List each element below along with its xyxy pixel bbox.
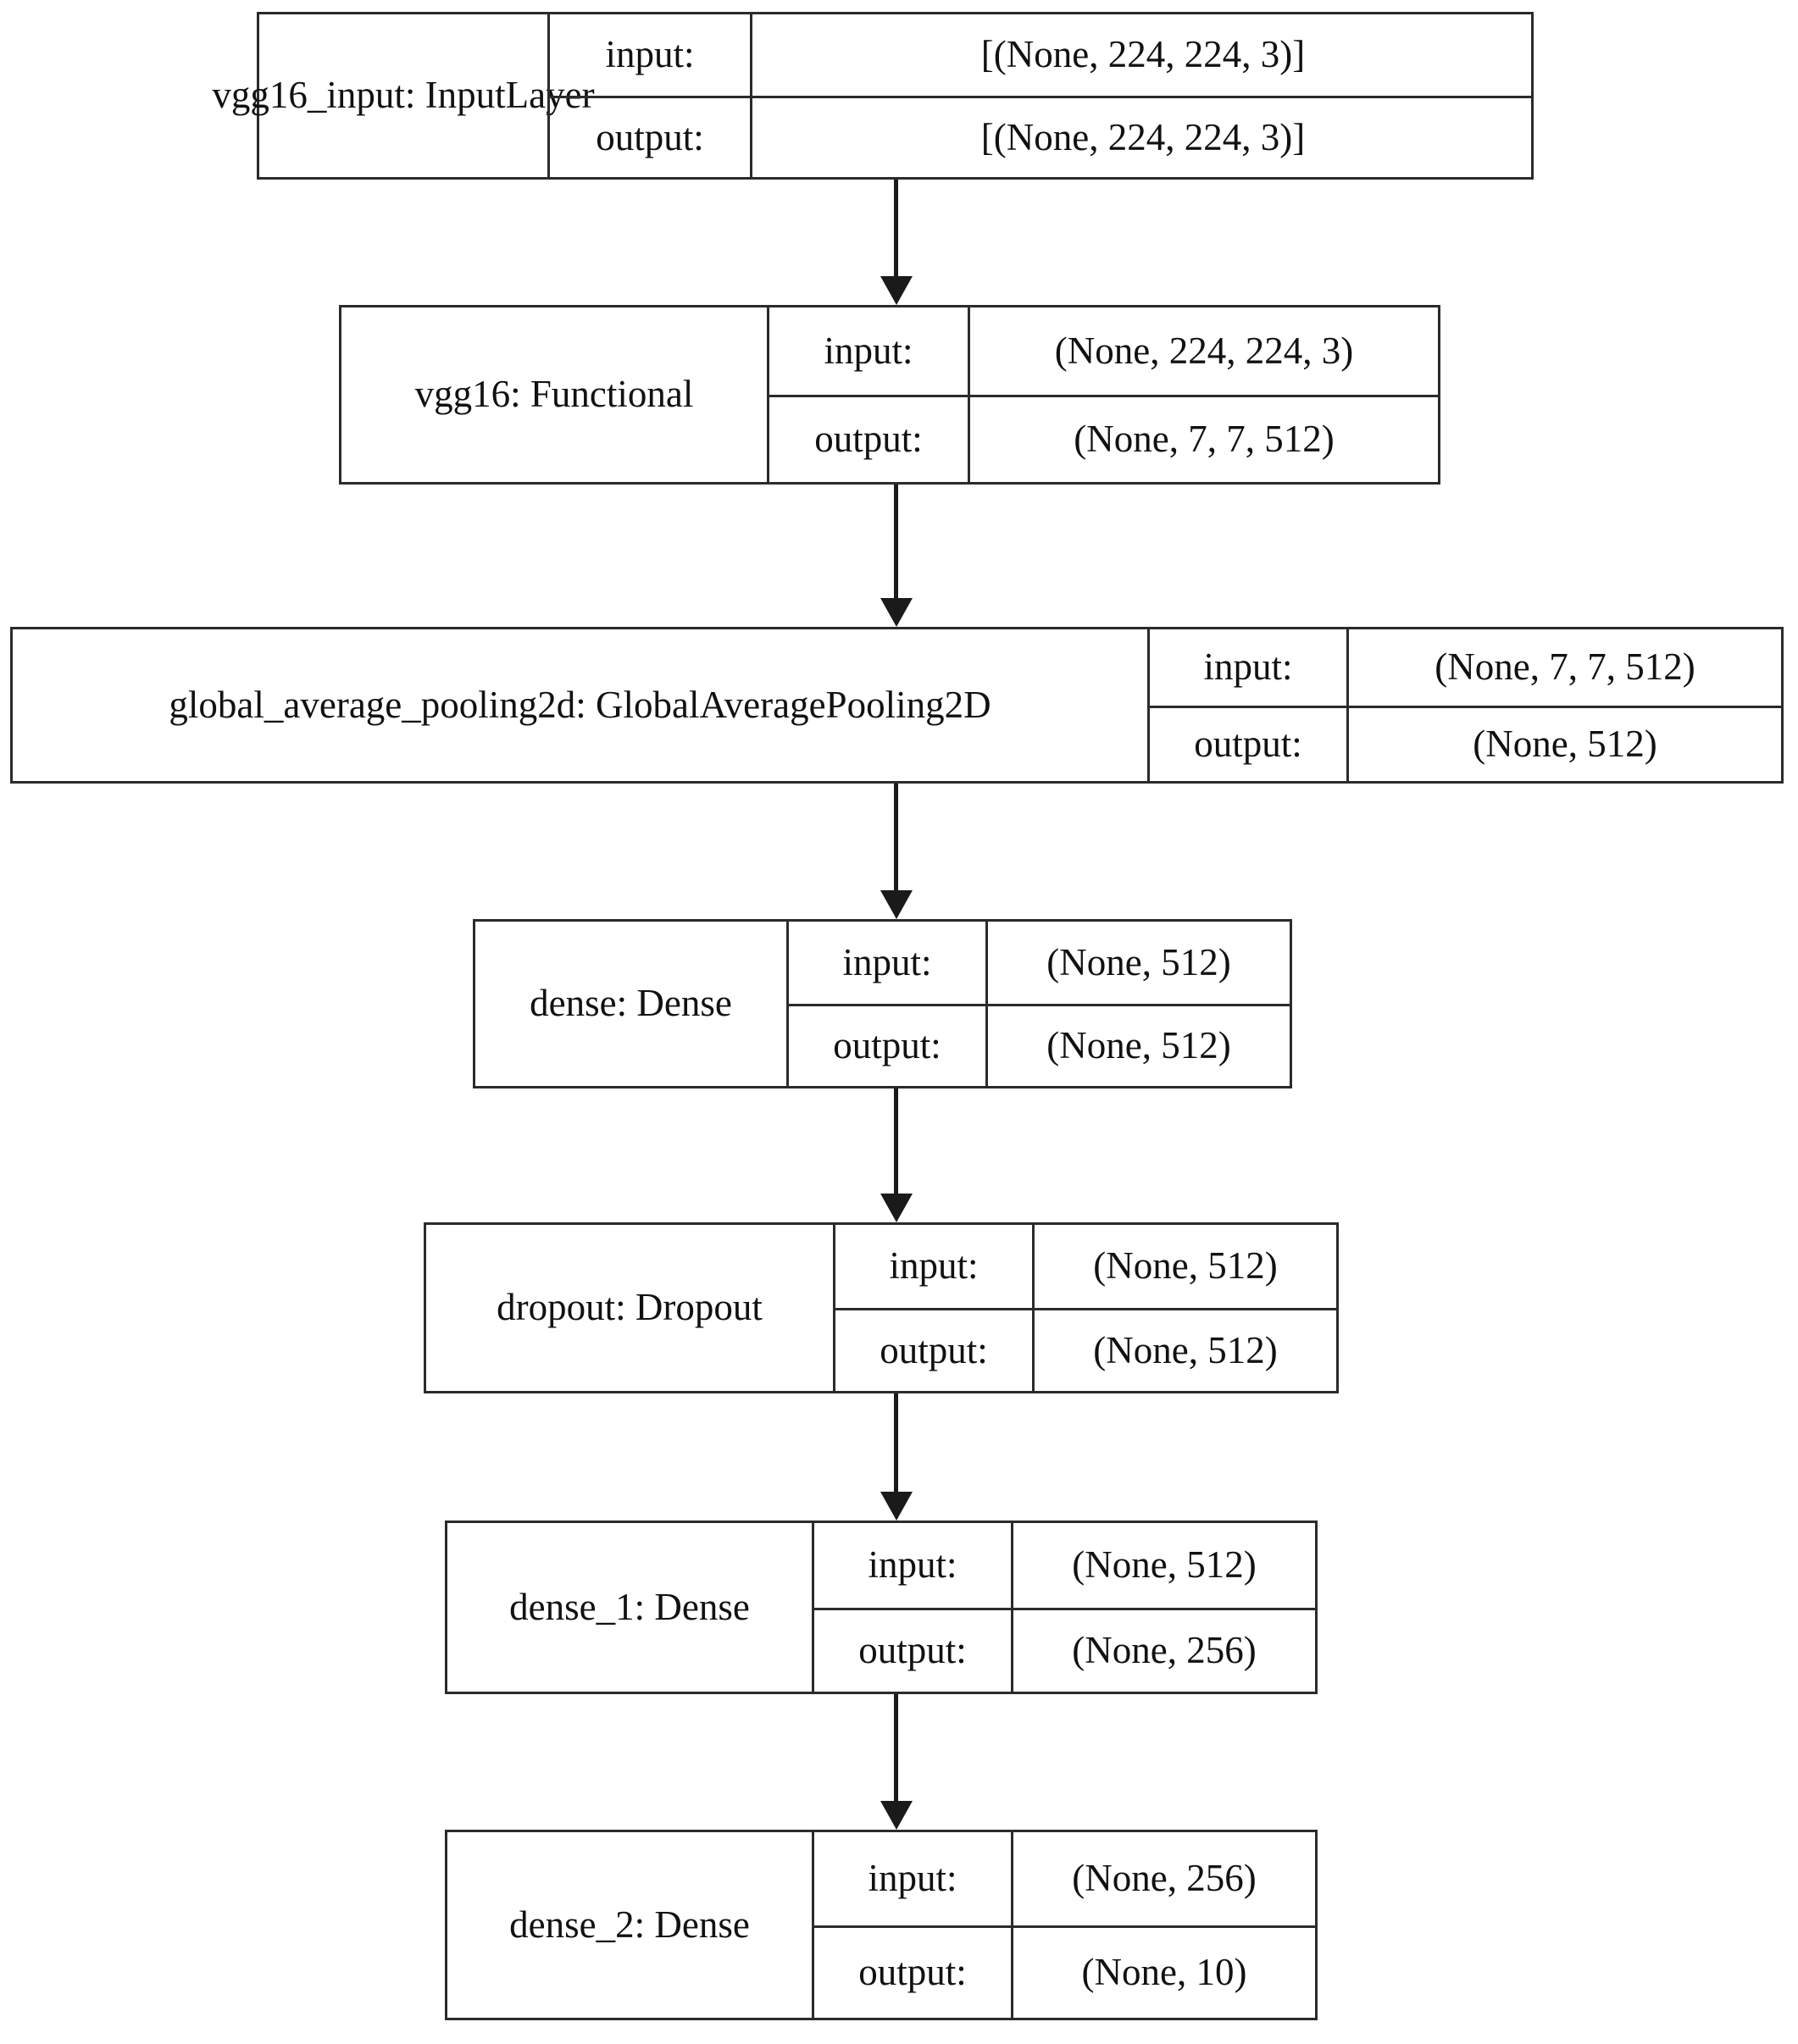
layer-shapes-global_average_pooling2d: input: (None, 7, 7, 512) output: (None, …: [1147, 629, 1781, 781]
input-label: input:: [605, 33, 695, 76]
layer-shapes-dense_1: input: (None, 512) output: (None, 256): [812, 1523, 1315, 1692]
edge-line: [894, 485, 898, 598]
edge-line: [894, 1088, 898, 1194]
input-label: input:: [868, 1857, 957, 1899]
output-label: output:: [858, 1629, 967, 1671]
layer-shapes-dropout: input: (None, 512) output: (None, 512): [833, 1225, 1336, 1391]
output-label: output:: [814, 418, 923, 461]
layer-node-dense_2[interactable]: dense_2: Dense input: (None, 256) output…: [445, 1830, 1318, 2020]
shape-row-output: output: (None, 256): [814, 1607, 1315, 1692]
edge-dropout-to-dense_1: [880, 1393, 913, 1521]
output-label: output:: [858, 1951, 967, 1993]
shape-row-output: output: (None, 7, 7, 512): [769, 395, 1438, 482]
output-label: output:: [833, 1024, 941, 1067]
shape-row-input: input: (None, 224, 224, 3): [769, 307, 1438, 395]
shape-row-input: input: (None, 512): [814, 1523, 1315, 1608]
layer-node-global_average_pooling2d[interactable]: global_average_pooling2d: GlobalAverageP…: [10, 627, 1784, 784]
output-shape-value: (None, 7, 7, 512): [968, 397, 1438, 482]
edge-line: [894, 180, 898, 276]
layer-node-vgg16[interactable]: vgg16: Functional input: (None, 224, 224…: [339, 305, 1440, 485]
input-label: input:: [824, 329, 913, 372]
layer-shapes-vgg16_input: input: [(None, 224, 224, 3)] output: [(N…: [547, 14, 1534, 177]
input-shape-value: (None, 224, 224, 3): [968, 307, 1438, 395]
layer-name-dense_2: dense_2: Dense: [509, 1903, 750, 1946]
layer-shapes-vgg16: input: (None, 224, 224, 3) output: (None…: [767, 307, 1438, 482]
input-shape-value: (None, 7, 7, 512): [1346, 629, 1781, 706]
layer-name-dropout: dropout: Dropout: [497, 1286, 763, 1329]
edge-vgg16-to-global_average_pooling2d: [880, 485, 913, 627]
arrowhead-icon: [880, 1194, 913, 1222]
shape-row-output: output: (None, 10): [814, 1925, 1315, 2018]
shape-row-output: output: (None, 512): [789, 1004, 1290, 1086]
input-shape-value: (None, 512): [1011, 1523, 1315, 1608]
layer-node-vgg16_input[interactable]: vgg16_input: InputLayer input: [(None, 2…: [212, 12, 1534, 180]
edge-line: [894, 784, 898, 890]
layer-shapes-dense_2: input: (None, 256) output: (None, 10): [812, 1832, 1315, 2018]
shape-row-input: input: (None, 7, 7, 512): [1150, 629, 1781, 706]
input-label: input:: [889, 1244, 979, 1288]
edge-line: [894, 1694, 898, 1801]
layer-node-dropout[interactable]: dropout: Dropout input: (None, 512) outp…: [424, 1222, 1339, 1393]
arrowhead-icon: [880, 1492, 913, 1521]
layer-name-vgg16: vgg16: Functional: [414, 373, 694, 416]
input-shape-value: [(None, 224, 224, 3)]: [750, 14, 1534, 96]
arrowhead-icon: [880, 276, 913, 305]
input-label: input:: [1203, 645, 1293, 688]
layer-name-global_average_pooling2d: global_average_pooling2d: GlobalAverageP…: [169, 683, 991, 726]
shape-row-input: input: (None, 256): [814, 1832, 1315, 1925]
output-shape-value: (None, 512): [1346, 707, 1781, 781]
shape-row-output: output: (None, 512): [835, 1308, 1336, 1391]
layer-node-dense_1[interactable]: dense_1: Dense input: (None, 512) output…: [445, 1521, 1318, 1694]
input-label: input:: [868, 1543, 957, 1586]
shape-row-input: input: (None, 512): [789, 922, 1290, 1004]
layer-shapes-dense: input: (None, 512) output: (None, 512): [786, 922, 1290, 1086]
arrowhead-icon: [880, 1801, 913, 1830]
output-label: output:: [1194, 723, 1302, 765]
input-shape-value: (None, 512): [1032, 1225, 1336, 1308]
edge-line: [894, 1393, 898, 1492]
shape-row-input: input: [(None, 224, 224, 3)]: [550, 14, 1534, 96]
edge-global_average_pooling2d-to-dense: [880, 784, 913, 919]
layer-name-dense_1: dense_1: Dense: [509, 1585, 750, 1628]
output-shape-value: (None, 10): [1011, 1927, 1315, 2018]
edge-vgg16_input-to-vgg16: [880, 180, 913, 305]
input-label: input:: [842, 940, 932, 983]
output-shape-value: (None, 512): [1032, 1310, 1336, 1391]
output-shape-value: (None, 512): [985, 1006, 1290, 1086]
layer-node-dense[interactable]: dense: Dense input: (None, 512) output: …: [473, 919, 1292, 1088]
edge-dense_1-to-dense_2: [880, 1694, 913, 1830]
output-shape-value: (None, 256): [1011, 1609, 1315, 1692]
edge-dense-to-dropout: [880, 1088, 913, 1222]
output-shape-value: [(None, 224, 224, 3)]: [750, 98, 1534, 177]
shape-row-output: output: (None, 512): [1150, 705, 1781, 781]
output-label: output:: [880, 1328, 988, 1371]
arrowhead-icon: [880, 598, 913, 627]
layer-name-dense: dense: Dense: [530, 982, 732, 1025]
shape-row-input: input: (None, 512): [835, 1225, 1336, 1308]
shape-row-output: output: [(None, 224, 224, 3)]: [550, 96, 1534, 177]
output-label: output:: [596, 115, 704, 158]
arrowhead-icon: [880, 890, 913, 919]
input-shape-value: (None, 256): [1011, 1832, 1315, 1925]
layer-name-vgg16_input: vgg16_input: InputLayer: [212, 74, 595, 117]
input-shape-value: (None, 512): [985, 922, 1290, 1004]
